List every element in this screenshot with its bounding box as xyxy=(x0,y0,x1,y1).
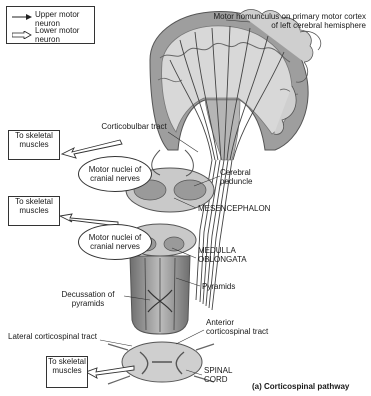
muscle-box-label: To skeletal muscles xyxy=(48,357,86,375)
brainstem-column xyxy=(130,256,190,334)
anterior-tract-label: Anterior corticospinal tract xyxy=(206,318,270,336)
skeletal-muscles-box-3: To skeletal muscles xyxy=(46,356,88,388)
mesencephalon-label: MESENCEPHALON xyxy=(198,204,270,213)
motor-nuclei-oval-2: Motor nuclei of cranial nerves xyxy=(78,224,152,260)
motor-nuclei-label: Motor nuclei of cranial nerves xyxy=(79,233,151,251)
muscle-box-label: To skeletal muscles xyxy=(15,197,53,215)
motor-nuclei-label: Motor nuclei of cranial nerves xyxy=(79,165,151,183)
medulla-label: MEDULLA OBLONGATA xyxy=(198,246,268,264)
cerebral-peduncle-label: Cerebral peduncle xyxy=(220,168,280,186)
spinal-cord-section xyxy=(108,342,214,384)
skeletal-muscles-box-2: To skeletal muscles xyxy=(8,196,60,226)
decussation-label: Decussation of pyramids xyxy=(50,290,126,308)
spinal-cord-label: SPINAL CORD xyxy=(204,366,244,384)
legend-lower-label: Lower motor neuron xyxy=(35,26,91,44)
legend: Upper motor neuron Lower motor neuron xyxy=(6,6,95,44)
figure-caption: (a) Corticospinal pathway xyxy=(252,382,349,391)
pyramids-label: Pyramids xyxy=(202,282,235,291)
corticobulbar-label: Corticobulbar tract xyxy=(96,122,172,131)
lateral-tract-label: Lateral corticospinal tract xyxy=(8,332,97,341)
motor-nuclei-oval-1: Motor nuclei of cranial nerves xyxy=(78,156,152,192)
homunculus-label: Motor homunculus on primary motor cortex… xyxy=(206,12,366,30)
skeletal-muscles-box-1: To skeletal muscles xyxy=(8,130,60,160)
muscle-box-label: To skeletal muscles xyxy=(15,131,53,149)
